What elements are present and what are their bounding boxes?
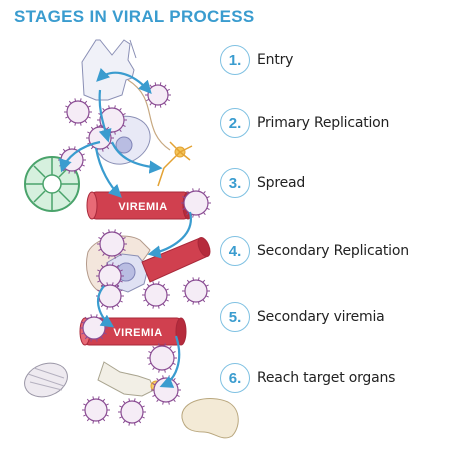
arrow-to-cell xyxy=(98,89,112,143)
stage-3-label: Spread xyxy=(257,175,306,191)
arrow-to-targets xyxy=(159,335,181,388)
stage-2-number: 2. xyxy=(220,108,250,138)
stage-2-label: Primary Replication xyxy=(257,115,390,131)
arrow-to-vessel xyxy=(94,147,122,198)
stage-6-label: Reach target organs xyxy=(257,370,396,386)
stage-1-number: 1. xyxy=(220,45,250,75)
stage-4: 4. Secondary Replication xyxy=(220,236,409,266)
virus-particle xyxy=(182,277,210,305)
kidney-organ xyxy=(181,398,239,439)
stage-2: 2. Primary Replication xyxy=(220,108,389,138)
arrow-to-neuron xyxy=(110,141,163,174)
stage-3-number: 3. xyxy=(220,168,250,198)
stage-5-number: 5. xyxy=(220,302,250,332)
arm-icon xyxy=(97,361,162,397)
stage-6-number: 6. xyxy=(220,363,250,393)
stage-3: 3. Spread xyxy=(220,168,305,198)
neuron-icon xyxy=(157,141,193,187)
stage-6: 6. Reach target organs xyxy=(220,363,395,393)
virus-particle xyxy=(145,82,171,108)
stage-1-label: Entry xyxy=(257,52,294,68)
virus-particle xyxy=(82,396,110,424)
virus-particle xyxy=(147,343,177,373)
diagram-title: STAGES IN VIRAL PROCESS xyxy=(14,7,255,26)
arrow-to-lymph xyxy=(59,140,101,173)
virus-particle xyxy=(118,398,146,426)
arrow-entry xyxy=(96,67,152,94)
virus-particle xyxy=(96,282,124,310)
virus-particle xyxy=(64,98,92,126)
arrow-to-bottom-vessel xyxy=(96,285,115,328)
viremia-label-top: VIREMIA xyxy=(118,201,167,213)
virus-particle xyxy=(97,105,127,135)
muscle-organ xyxy=(24,362,68,398)
lymph-node-icon xyxy=(24,156,80,212)
stage-4-number: 4. xyxy=(220,236,250,266)
process-arrows xyxy=(59,67,192,388)
arrow-to-liver xyxy=(147,211,192,259)
stage-1: 1. Entry xyxy=(220,45,293,75)
face-profile xyxy=(81,39,137,101)
virus-particle xyxy=(151,375,181,405)
stage-5: 5. Secondary viremia xyxy=(220,302,385,332)
stage-5-label: Secondary viremia xyxy=(257,309,385,325)
virus-particle xyxy=(181,188,211,218)
stage-4-label: Secondary Replication xyxy=(257,243,409,259)
blood-vessel-diagonal xyxy=(141,237,211,283)
virus-particle xyxy=(97,229,127,259)
viremia-label-bottom: VIREMIA xyxy=(113,327,162,339)
virus-particle xyxy=(142,281,170,309)
